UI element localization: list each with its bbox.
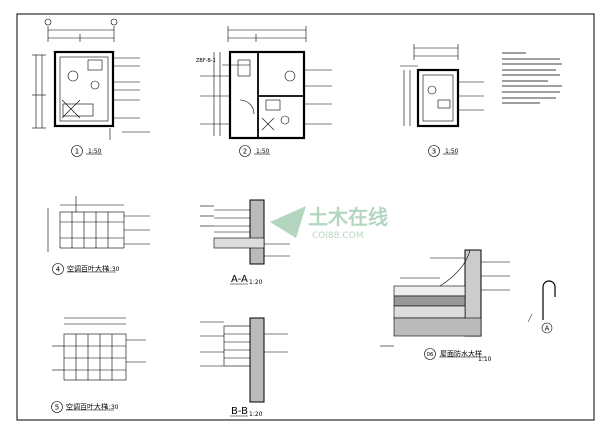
plan-2-scale: 1:50	[256, 148, 270, 155]
plan-3-number: 3	[432, 148, 436, 156]
detail-06-roof-waterproofing	[380, 249, 510, 360]
detail-4-title: 空调百叶大样	[67, 264, 109, 273]
plan-3-scale: 1:50	[445, 148, 459, 155]
section-a-a-scale: 1:20	[249, 279, 263, 286]
section-b-b-scale: 1:20	[249, 411, 263, 418]
plan-1	[32, 18, 150, 157]
general-notes	[502, 52, 562, 104]
watermark-cn-text: 土木在线	[308, 205, 388, 229]
section-b-b	[200, 317, 288, 417]
detail-5-title: 空调百叶大样	[66, 402, 108, 411]
plan-2-number-bubble	[239, 145, 251, 157]
sheet-frame	[16, 13, 595, 421]
plan-2-code: ZBF-B-1	[196, 58, 216, 64]
hook-detail-a	[527, 280, 556, 323]
section-a-a-label: A-A	[231, 274, 248, 285]
detail-5-number: 5	[55, 404, 59, 412]
section-b-b-label: B-B	[231, 406, 248, 417]
detail-4-number: 4	[56, 266, 61, 274]
detail-4-scale: 1:30	[106, 266, 120, 273]
plan-2-number: 2	[243, 148, 247, 156]
watermark: 土木在线 COI88.COM	[270, 205, 388, 241]
detail-06-number: 06	[427, 352, 434, 358]
hook-detail-a-bubble	[541, 322, 553, 334]
hook-detail-a-marker: A	[545, 325, 550, 333]
plan-2	[200, 26, 332, 157]
plan-3-number-bubble	[428, 145, 440, 157]
detail-5-scale: 1:30	[105, 404, 119, 411]
watermark-en-text: COI88.COM	[312, 231, 363, 241]
plan-1-number: 1	[75, 148, 79, 156]
watermark-logo-icon	[270, 206, 306, 238]
detail-06-number-bubble	[424, 348, 436, 360]
detail-5-number-bubble	[51, 401, 63, 413]
plan-3	[400, 44, 484, 157]
detail-4-louver	[47, 196, 150, 275]
detail-5-louver	[51, 317, 146, 413]
section-a-a	[200, 199, 290, 285]
detail-06-title: 屋面防水大样	[440, 349, 482, 358]
plan-1-number-bubble	[71, 145, 83, 157]
plan-1-scale: 1:50	[88, 148, 102, 155]
detail-06-scale: 1:10	[478, 356, 492, 363]
detail-4-number-bubble	[52, 263, 64, 275]
